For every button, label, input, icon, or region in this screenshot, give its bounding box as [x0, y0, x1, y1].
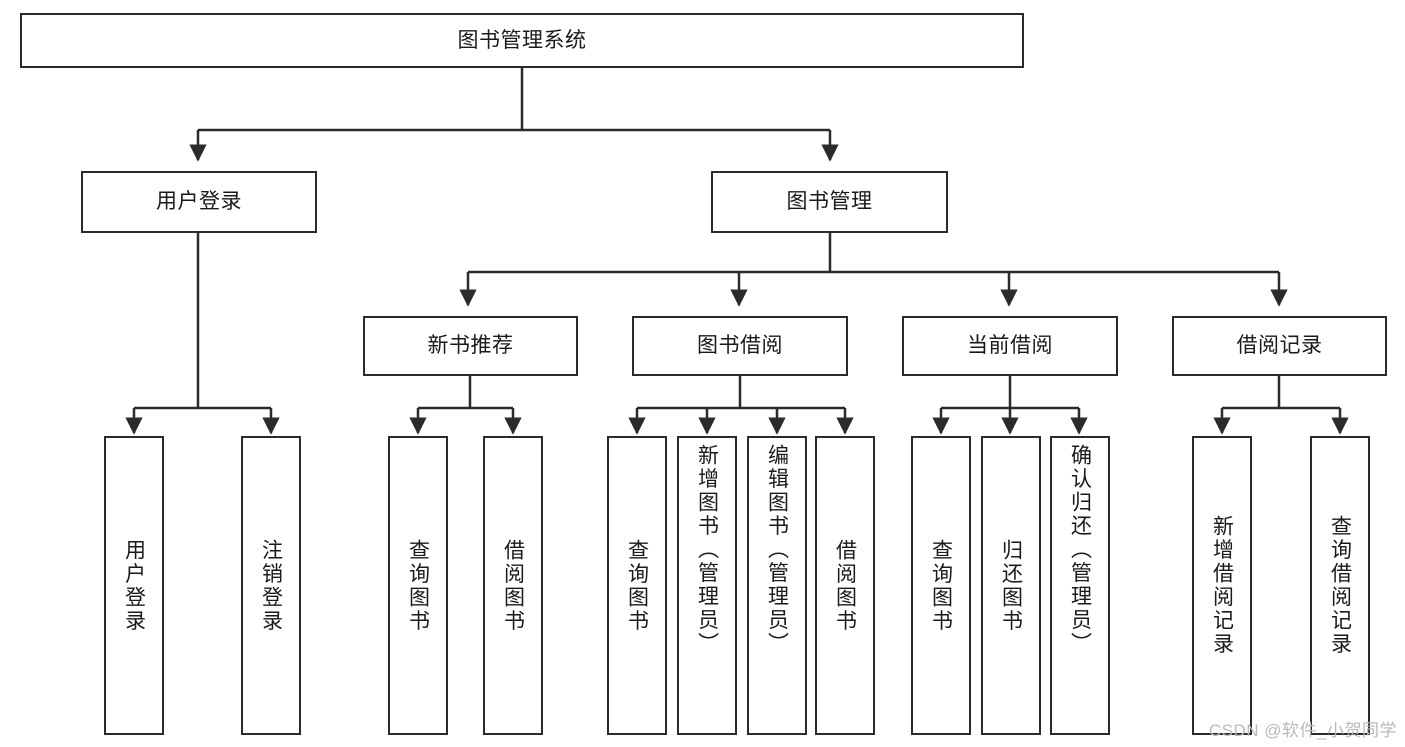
- leaf-current-query-book-label: 查询图书: [929, 538, 953, 633]
- leaf-borrow-add-book-label: 新增图书（管理员）: [695, 444, 719, 656]
- leaf-new-book-query[interactable]: 查询图书: [388, 436, 448, 735]
- leaf-borrow-edit-book-label: 编辑图书（管理员）: [765, 444, 789, 656]
- leaf-borrow-borrow-book-label: 借阅图书: [833, 538, 857, 633]
- leaf-borrow-add-book[interactable]: 新增图书（管理员）: [677, 436, 737, 735]
- node-user-login[interactable]: 用户登录: [81, 171, 317, 233]
- leaf-user-login-signout[interactable]: 注销登录: [241, 436, 301, 735]
- leaf-record-query[interactable]: 查询借阅记录: [1310, 436, 1370, 735]
- node-user-login-label: 用户登录: [156, 190, 242, 214]
- node-new-book-recommend-label: 新书推荐: [427, 334, 514, 358]
- leaf-user-login-signin[interactable]: 用户登录: [104, 436, 164, 735]
- node-current-borrow-label: 当前借阅: [967, 334, 1053, 358]
- watermark-text: CSDN @软件_小贺同学: [1208, 721, 1397, 740]
- leaf-current-confirm-return-label: 确认归还（管理员）: [1068, 444, 1092, 656]
- node-book-borrow[interactable]: 图书借阅: [632, 316, 848, 376]
- leaf-user-login-signin-label: 用户登录: [122, 538, 146, 633]
- leaf-new-book-query-label: 查询图书: [406, 538, 430, 633]
- leaf-current-query-book[interactable]: 查询图书: [911, 436, 971, 735]
- node-current-borrow[interactable]: 当前借阅: [902, 316, 1118, 376]
- leaf-record-add[interactable]: 新增借阅记录: [1192, 436, 1252, 735]
- node-root-label: 图书管理系统: [457, 28, 587, 52]
- leaf-current-return-book-label: 归还图书: [999, 538, 1023, 633]
- leaf-borrow-borrow-book[interactable]: 借阅图书: [815, 436, 875, 735]
- leaf-borrow-query-book-label: 查询图书: [625, 538, 649, 633]
- node-book-borrow-label: 图书借阅: [697, 334, 783, 358]
- leaf-new-book-borrow[interactable]: 借阅图书: [483, 436, 543, 735]
- leaf-borrow-query-book[interactable]: 查询图书: [607, 436, 667, 735]
- leaf-current-confirm-return[interactable]: 确认归还（管理员）: [1050, 436, 1110, 735]
- leaf-borrow-edit-book[interactable]: 编辑图书（管理员）: [747, 436, 807, 735]
- node-new-book-recommend[interactable]: 新书推荐: [363, 316, 578, 376]
- node-root[interactable]: 图书管理系统: [20, 13, 1024, 68]
- node-book-management-label: 图书管理: [786, 190, 873, 214]
- node-borrow-record-label: 借阅记录: [1236, 334, 1323, 358]
- leaf-user-login-signout-label: 注销登录: [259, 538, 283, 633]
- leaf-current-return-book[interactable]: 归还图书: [981, 436, 1041, 735]
- leaf-record-add-label: 新增借阅记录: [1210, 515, 1234, 656]
- leaf-record-query-label: 查询借阅记录: [1328, 515, 1352, 656]
- node-borrow-record[interactable]: 借阅记录: [1172, 316, 1387, 376]
- node-book-management[interactable]: 图书管理: [711, 171, 948, 233]
- leaf-new-book-borrow-label: 借阅图书: [501, 538, 525, 633]
